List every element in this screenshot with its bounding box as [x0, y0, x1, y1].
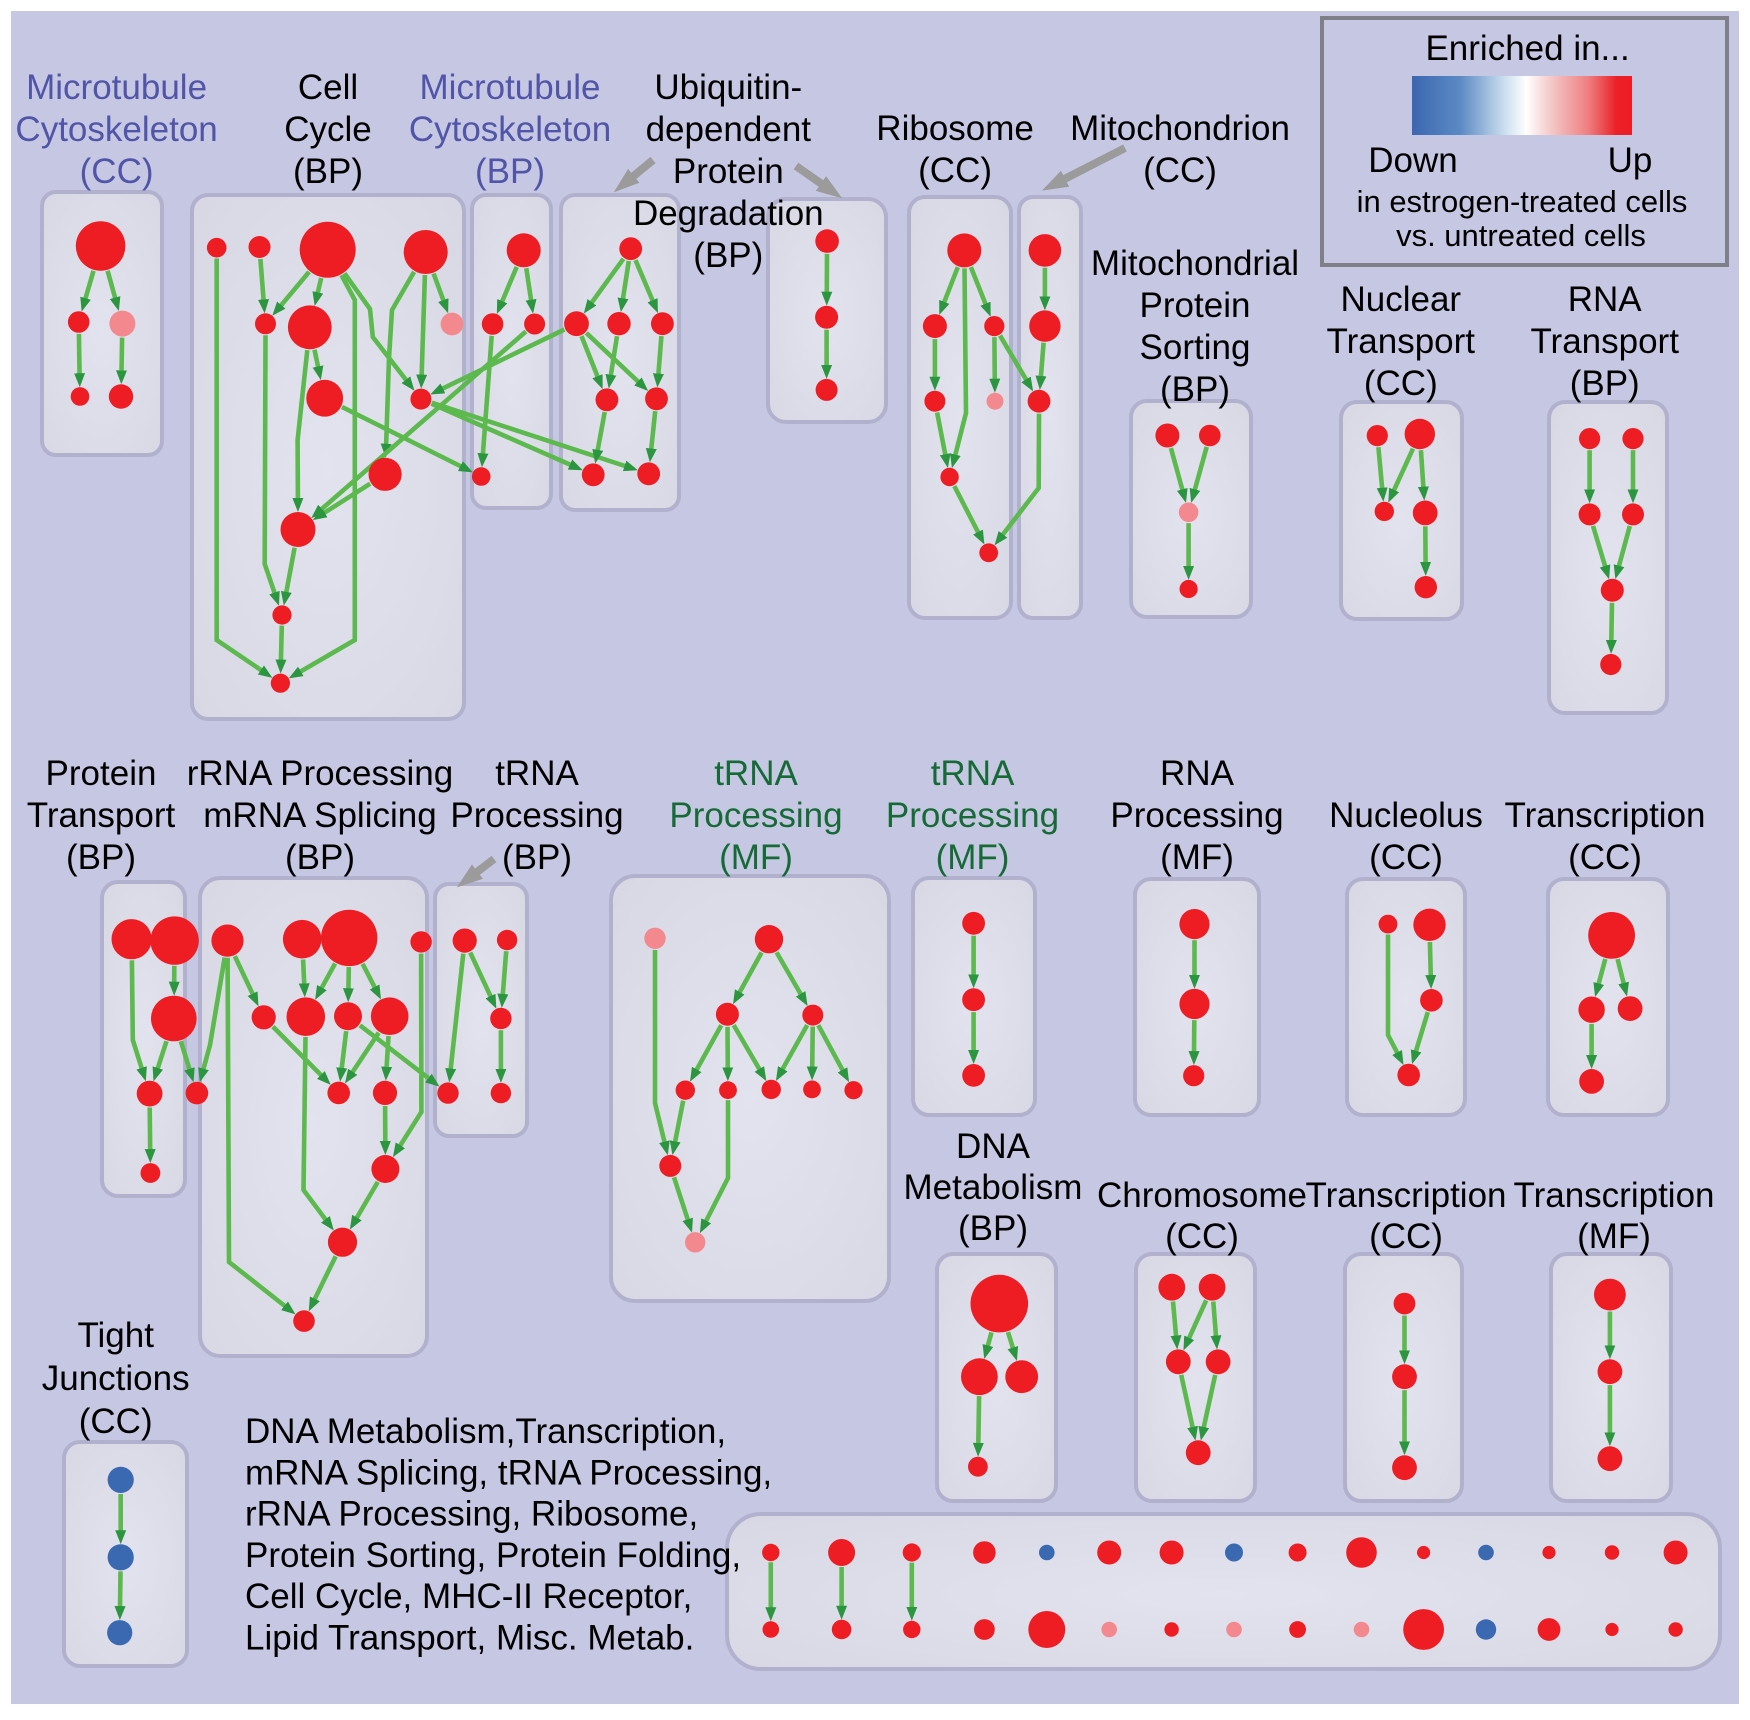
- svg-text:Processing: Processing: [886, 796, 1059, 835]
- svg-text:(BP): (BP): [502, 838, 572, 877]
- svg-text:in estrogen-treated cells: in estrogen-treated cells: [1357, 184, 1688, 219]
- svg-text:DNA: DNA: [956, 1127, 1031, 1166]
- svg-text:mRNA Splicing: mRNA Splicing: [203, 796, 436, 835]
- svg-text:(BP): (BP): [958, 1209, 1028, 1248]
- svg-text:Up: Up: [1608, 141, 1653, 180]
- svg-text:Metabolism: Metabolism: [904, 1168, 1083, 1207]
- svg-text:(BP): (BP): [285, 838, 355, 877]
- svg-text:Ribosome: Ribosome: [876, 109, 1034, 148]
- svg-text:Cell Cycle, MHC-II Receptor,: Cell Cycle, MHC-II Receptor,: [245, 1577, 692, 1616]
- svg-text:Enriched in...: Enriched in...: [1425, 29, 1629, 68]
- svg-text:Transcription: Transcription: [1514, 1176, 1715, 1215]
- svg-text:(MF): (MF): [1577, 1217, 1651, 1256]
- svg-text:(BP): (BP): [1160, 370, 1230, 409]
- svg-text:tRNA: tRNA: [714, 754, 798, 793]
- svg-text:(BP): (BP): [66, 838, 136, 877]
- svg-text:Microtubule: Microtubule: [26, 68, 207, 107]
- svg-text:(CC): (CC): [1165, 1217, 1239, 1256]
- svg-text:(BP): (BP): [293, 152, 363, 191]
- svg-text:Cytoskeleton: Cytoskeleton: [409, 110, 611, 149]
- svg-text:Junctions: Junctions: [42, 1359, 190, 1398]
- svg-text:(CC): (CC): [918, 151, 992, 190]
- svg-text:Processing: Processing: [450, 796, 623, 835]
- svg-text:Cycle: Cycle: [284, 110, 372, 149]
- svg-text:Nucleolus: Nucleolus: [1329, 796, 1483, 835]
- svg-text:Tight: Tight: [77, 1316, 154, 1355]
- svg-text:tRNA: tRNA: [495, 754, 579, 793]
- svg-text:Ubiquitin-: Ubiquitin-: [654, 68, 802, 107]
- svg-text:RNA: RNA: [1160, 754, 1235, 793]
- svg-text:(BP): (BP): [475, 152, 545, 191]
- svg-text:Protein: Protein: [46, 754, 157, 793]
- svg-text:(MF): (MF): [1160, 838, 1234, 877]
- svg-text:RNA: RNA: [1568, 280, 1643, 319]
- svg-text:Down: Down: [1368, 141, 1457, 180]
- svg-text:Chromosome: Chromosome: [1097, 1176, 1307, 1215]
- svg-text:mRNA Splicing, tRNA Processing: mRNA Splicing, tRNA Processing,: [245, 1453, 772, 1492]
- svg-text:Transport: Transport: [27, 796, 176, 835]
- svg-text:Transcription: Transcription: [1505, 796, 1706, 835]
- svg-text:rRNA Processing, Ribosome,: rRNA Processing, Ribosome,: [245, 1495, 698, 1534]
- svg-text:Lipid Transport, Misc. Metab.: Lipid Transport, Misc. Metab.: [245, 1619, 694, 1658]
- svg-text:Transport: Transport: [1327, 322, 1476, 361]
- svg-text:(CC): (CC): [80, 152, 154, 191]
- svg-text:Microtubule: Microtubule: [420, 68, 601, 107]
- svg-text:(CC): (CC): [1568, 838, 1642, 877]
- svg-text:Mitochondrial: Mitochondrial: [1091, 244, 1299, 283]
- svg-text:Processing: Processing: [669, 796, 842, 835]
- svg-text:dependent: dependent: [646, 110, 812, 149]
- svg-text:(MF): (MF): [936, 838, 1010, 877]
- svg-text:Protein: Protein: [673, 152, 784, 191]
- svg-text:(CC): (CC): [79, 1402, 153, 1441]
- svg-text:(CC): (CC): [1369, 1217, 1443, 1256]
- svg-text:Sorting: Sorting: [1140, 328, 1251, 367]
- svg-text:Cytoskeleton: Cytoskeleton: [15, 110, 217, 149]
- svg-text:Protein Sorting, Protein Foldi: Protein Sorting, Protein Folding,: [245, 1536, 741, 1575]
- svg-text:(CC): (CC): [1143, 151, 1217, 190]
- svg-text:rRNA Processing: rRNA Processing: [187, 754, 453, 793]
- svg-text:Processing: Processing: [1110, 796, 1283, 835]
- svg-text:vs. untreated cells: vs. untreated cells: [1396, 218, 1646, 253]
- svg-text:Transcription: Transcription: [1306, 1176, 1507, 1215]
- svg-text:(BP): (BP): [693, 236, 763, 275]
- svg-text:Mitochondrion: Mitochondrion: [1070, 109, 1290, 148]
- svg-text:(CC): (CC): [1369, 838, 1443, 877]
- svg-text:tRNA: tRNA: [931, 754, 1015, 793]
- svg-text:DNA Metabolism,Transcription,: DNA Metabolism,Transcription,: [245, 1412, 726, 1451]
- svg-text:(BP): (BP): [1570, 364, 1640, 403]
- svg-text:Nuclear: Nuclear: [1340, 280, 1461, 319]
- svg-text:Transport: Transport: [1530, 322, 1679, 361]
- svg-text:Cell: Cell: [298, 68, 358, 107]
- svg-text:Degradation: Degradation: [633, 194, 824, 233]
- svg-text:(CC): (CC): [1364, 364, 1438, 403]
- svg-text:Protein: Protein: [1140, 286, 1251, 325]
- svg-text:(MF): (MF): [719, 838, 793, 877]
